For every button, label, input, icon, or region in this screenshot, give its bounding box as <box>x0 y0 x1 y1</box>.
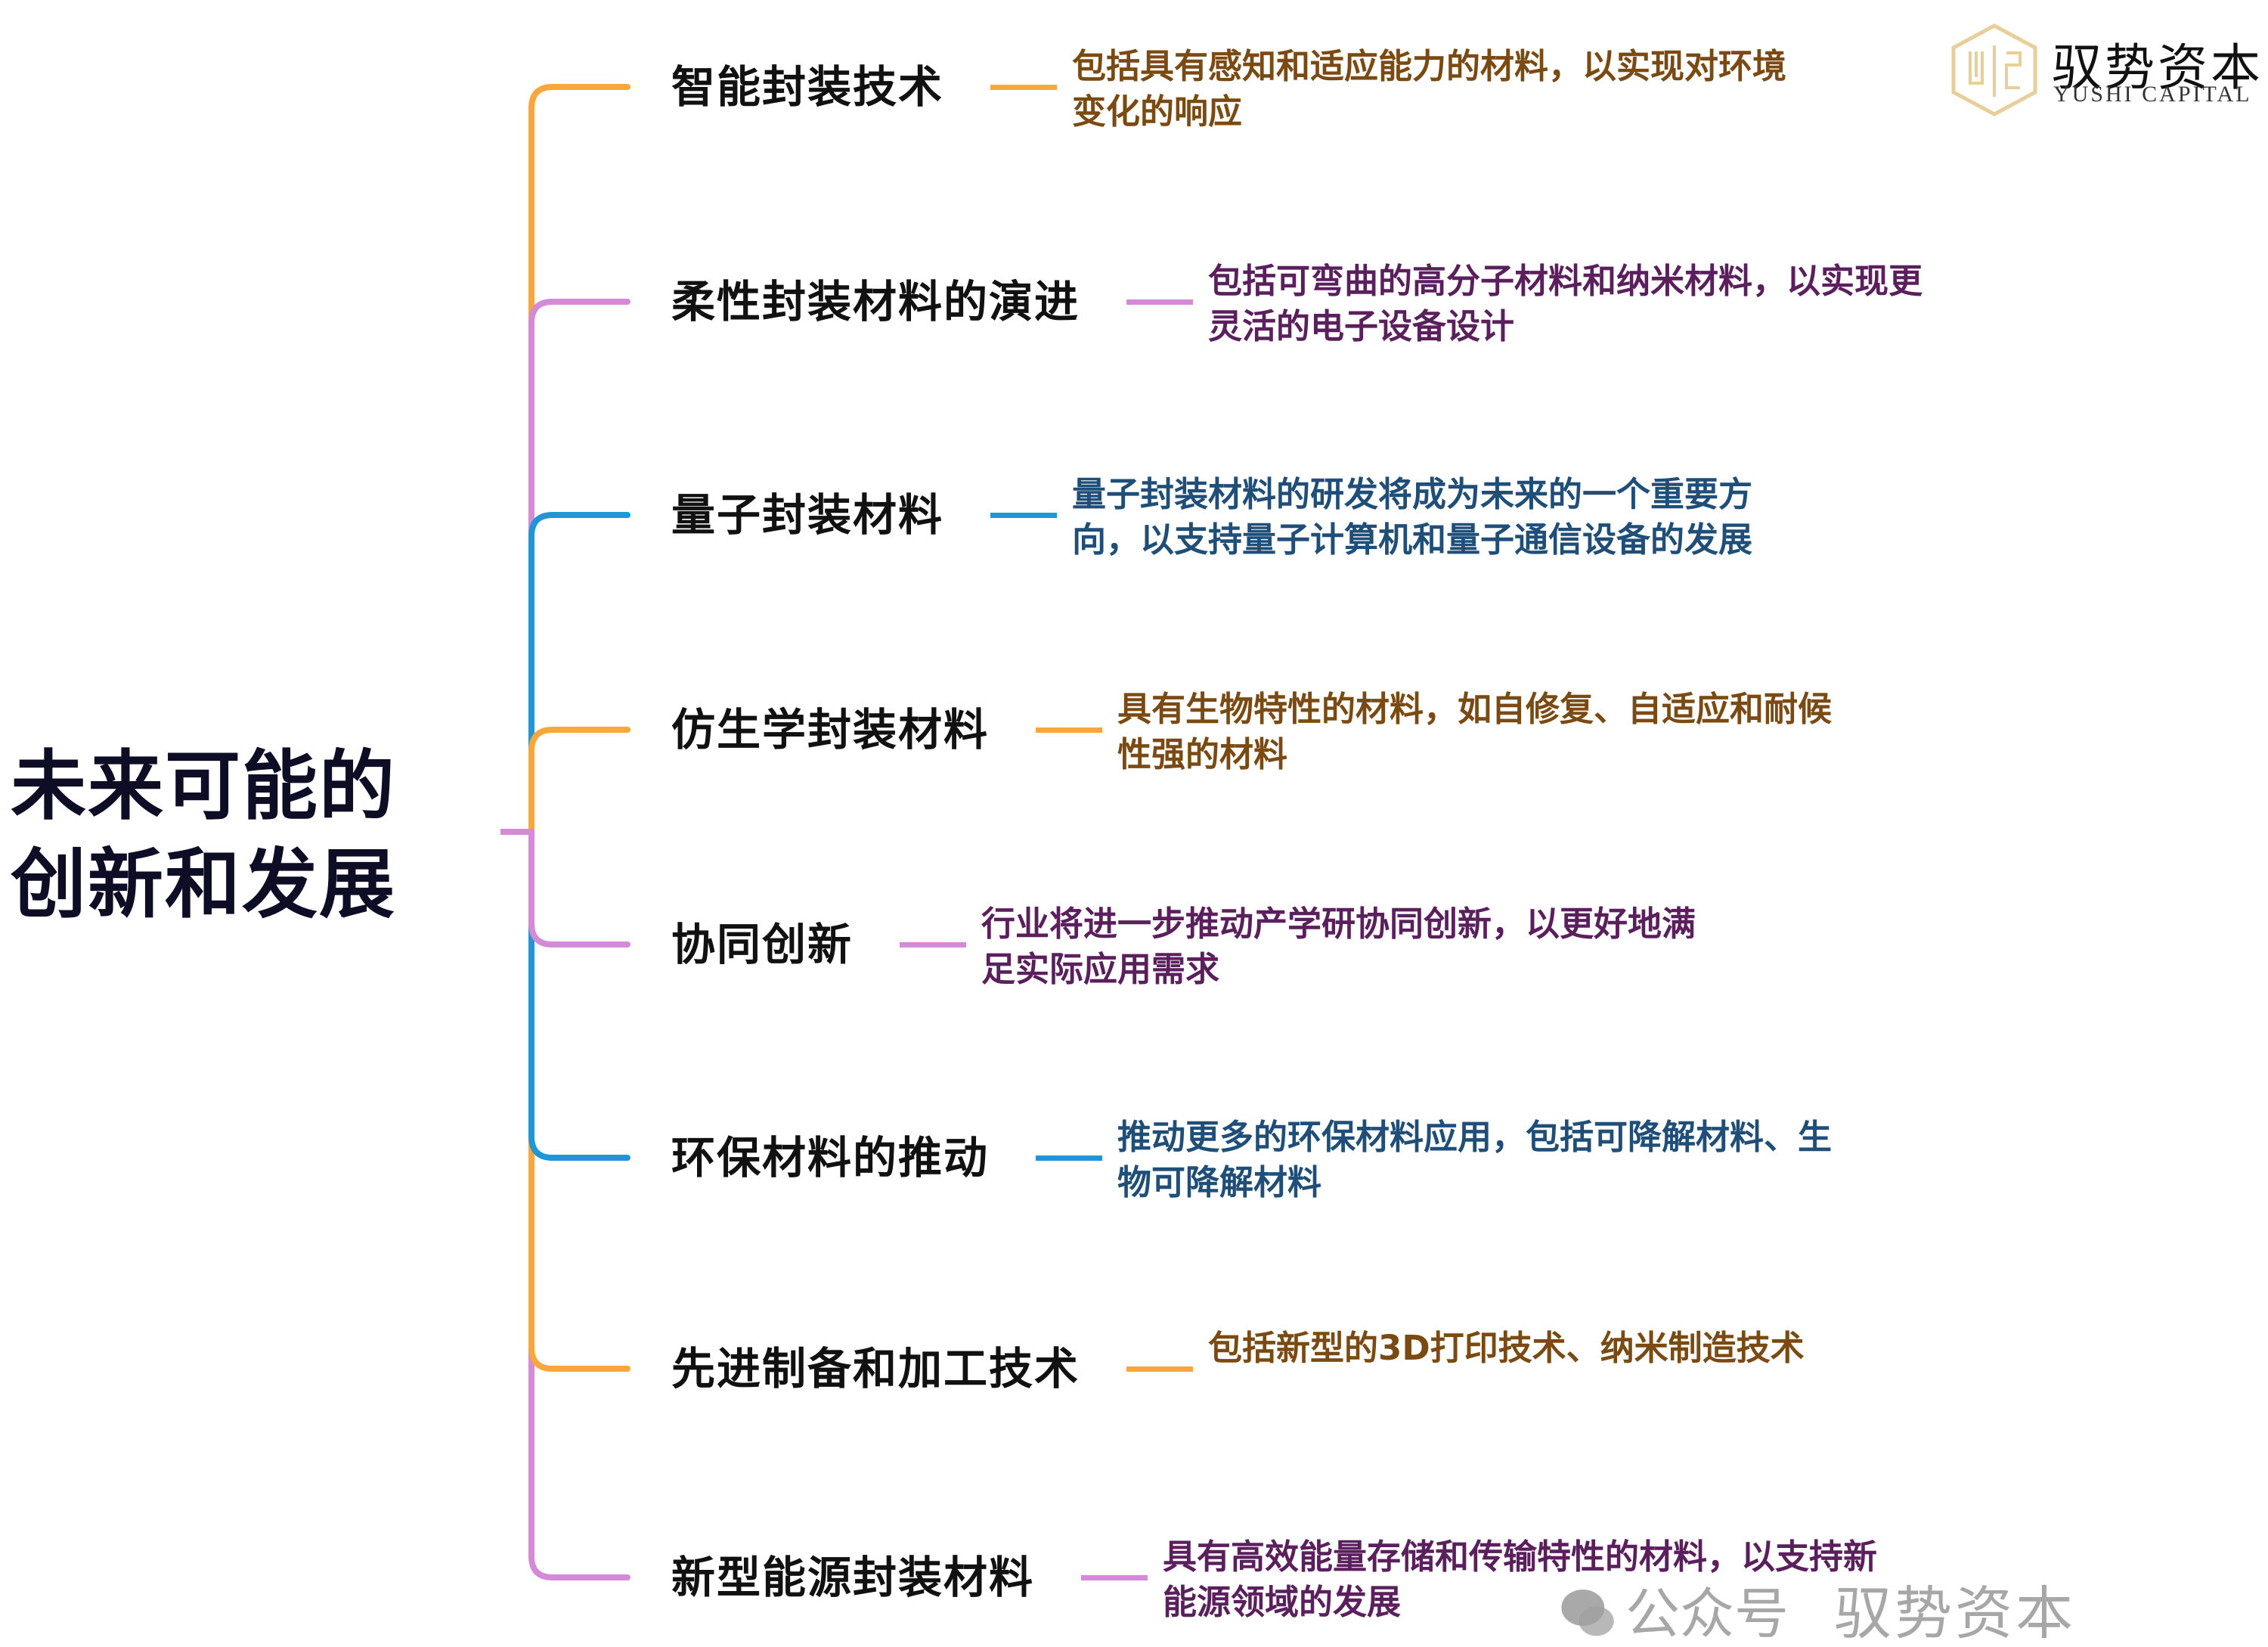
description-line: 包括具有感知和适应能力的材料，以实现对环境 <box>1072 46 1787 86</box>
description-line: 能源领域的发展 <box>1163 1582 1402 1622</box>
branch-title: 智能封装技术 <box>671 61 944 113</box>
watermark-brand: 驭势资本 <box>1834 1580 2077 1647</box>
branch-node: 智能封装技术 包括具有感知和适应能力的材料，以实现对环境变化的响应 <box>671 46 1786 135</box>
description-line: 向，以支持量子计算机和量子通信设备的发展 <box>1072 520 1753 560</box>
branch-description: 包括具有感知和适应能力的材料，以实现对环境变化的响应 <box>1072 44 1786 135</box>
detail-connector <box>1036 1155 1103 1161</box>
description-line: 推动更多的环保材料应用，包括可降解材料、生 <box>1117 1117 1833 1157</box>
branch-title: 柔性封装材料的演进 <box>671 276 1080 327</box>
branch-title: 仿生学封装材料 <box>671 704 990 755</box>
branch-node: 柔性封装材料的演进 包括可弯曲的高分子材料和纳米材料，以实现更灵活的电子设备设计 <box>671 261 1923 349</box>
description-line: 具有高效能量存储和传输特性的材料，以支持新 <box>1163 1537 1878 1577</box>
branch-connector <box>528 829 631 1580</box>
branch-description: 具有高效能量存储和传输特性的材料，以支持新能源领域的发展 <box>1163 1534 1877 1625</box>
branch-title: 环保材料的推动 <box>671 1132 990 1183</box>
branch-title: 新型能源封装材料 <box>671 1552 1035 1603</box>
branch-description: 量子封装材料的研发将成为未来的一个重要方向，以支持量子计算机和量子通信设备的发展 <box>1072 472 1752 563</box>
description-line: 包括新型的3D打印技术、纳米制造技术 <box>1208 1328 1805 1368</box>
branch-connector <box>528 829 631 948</box>
description-line: 量子封装材料的研发将成为未来的一个重要方 <box>1072 474 1753 514</box>
root-topic-line: 未来可能的 <box>11 742 396 830</box>
branch-description: 包括可弯曲的高分子材料和纳米材料，以实现更灵活的电子设备设计 <box>1208 259 1923 349</box>
description-line: 灵活的电子设备设计 <box>1208 306 1515 346</box>
detail-connector <box>990 513 1058 518</box>
detail-connector <box>900 942 967 948</box>
branch-node: 协同创新 行业将进一步推动产学研协同创新，以更好地满足实际应用需求 <box>671 904 1696 992</box>
branch-connector <box>528 829 631 1372</box>
branch-connector <box>528 512 631 835</box>
branch-connector <box>528 299 631 835</box>
description-line: 变化的响应 <box>1072 92 1243 132</box>
logo-name-cn: 驭势资本 <box>2052 39 2263 97</box>
logo-name-en: YUSHI CAPITAL <box>2053 82 2252 107</box>
branch-connector <box>528 829 631 1161</box>
wechat-icon <box>1561 1590 1614 1636</box>
description-line: 性强的材料 <box>1117 734 1288 774</box>
branch-node: 环保材料的推动 推动更多的环保材料应用，包括可降解材料、生物可降解材料 <box>671 1117 1832 1205</box>
yushi-logo-icon <box>1951 23 2037 116</box>
branch-title: 量子封装材料 <box>671 489 944 541</box>
description-line: 足实际应用需求 <box>981 949 1220 989</box>
detail-connector <box>1081 1575 1148 1580</box>
detail-connector <box>1126 299 1194 305</box>
branch-node: 先进制备和加工技术 包括新型的3D打印技术、纳米制造技术 <box>671 1328 1805 1395</box>
branch-description: 推动更多的环保材料应用，包括可降解材料、生物可降解材料 <box>1117 1115 1832 1205</box>
description-line: 行业将进一步推动产学研协同创新，以更好地满 <box>981 904 1696 944</box>
watermark: 公众号 驭势资本 <box>1557 1583 2076 1644</box>
branch-node: 仿生学封装材料 具有生物特性的材料，如自修复、自适应和耐候性强的材料 <box>671 689 1832 777</box>
branch-connector <box>528 84 631 835</box>
branch-description: 具有生物特性的材料，如自修复、自适应和耐候性强的材料 <box>1117 687 1832 777</box>
detail-connector <box>1036 727 1103 733</box>
description-line: 包括可弯曲的高分子材料和纳米材料，以实现更 <box>1208 261 1923 301</box>
root-topic-line: 创新和发展 <box>11 840 396 929</box>
description-line: 物可降解材料 <box>1117 1162 1322 1202</box>
description-line: 具有生物特性的材料，如自修复、自适应和耐候 <box>1117 689 1833 729</box>
detail-connector <box>990 85 1058 90</box>
root-topic: 未来可能的 创新和发展 <box>11 737 396 934</box>
branch-node: 新型能源封装材料 具有高效能量存储和传输特性的材料，以支持新能源领域的发展 <box>671 1537 1877 1625</box>
watermark-label: 公众号 <box>1625 1582 1789 1645</box>
branch-node: 量子封装材料 量子封装材料的研发将成为未来的一个重要方向，以支持量子计算机和量子通… <box>671 474 1752 563</box>
branch-description: 行业将进一步推动产学研协同创新，以更好地满足实际应用需求 <box>981 901 1696 992</box>
branch-connector <box>528 727 631 835</box>
branch-title: 先进制备和加工技术 <box>671 1343 1080 1394</box>
detail-connector <box>1126 1366 1194 1372</box>
branch-title: 协同创新 <box>671 919 854 970</box>
branch-description: 包括新型的3D打印技术、纳米制造技术 <box>1208 1326 1805 1371</box>
